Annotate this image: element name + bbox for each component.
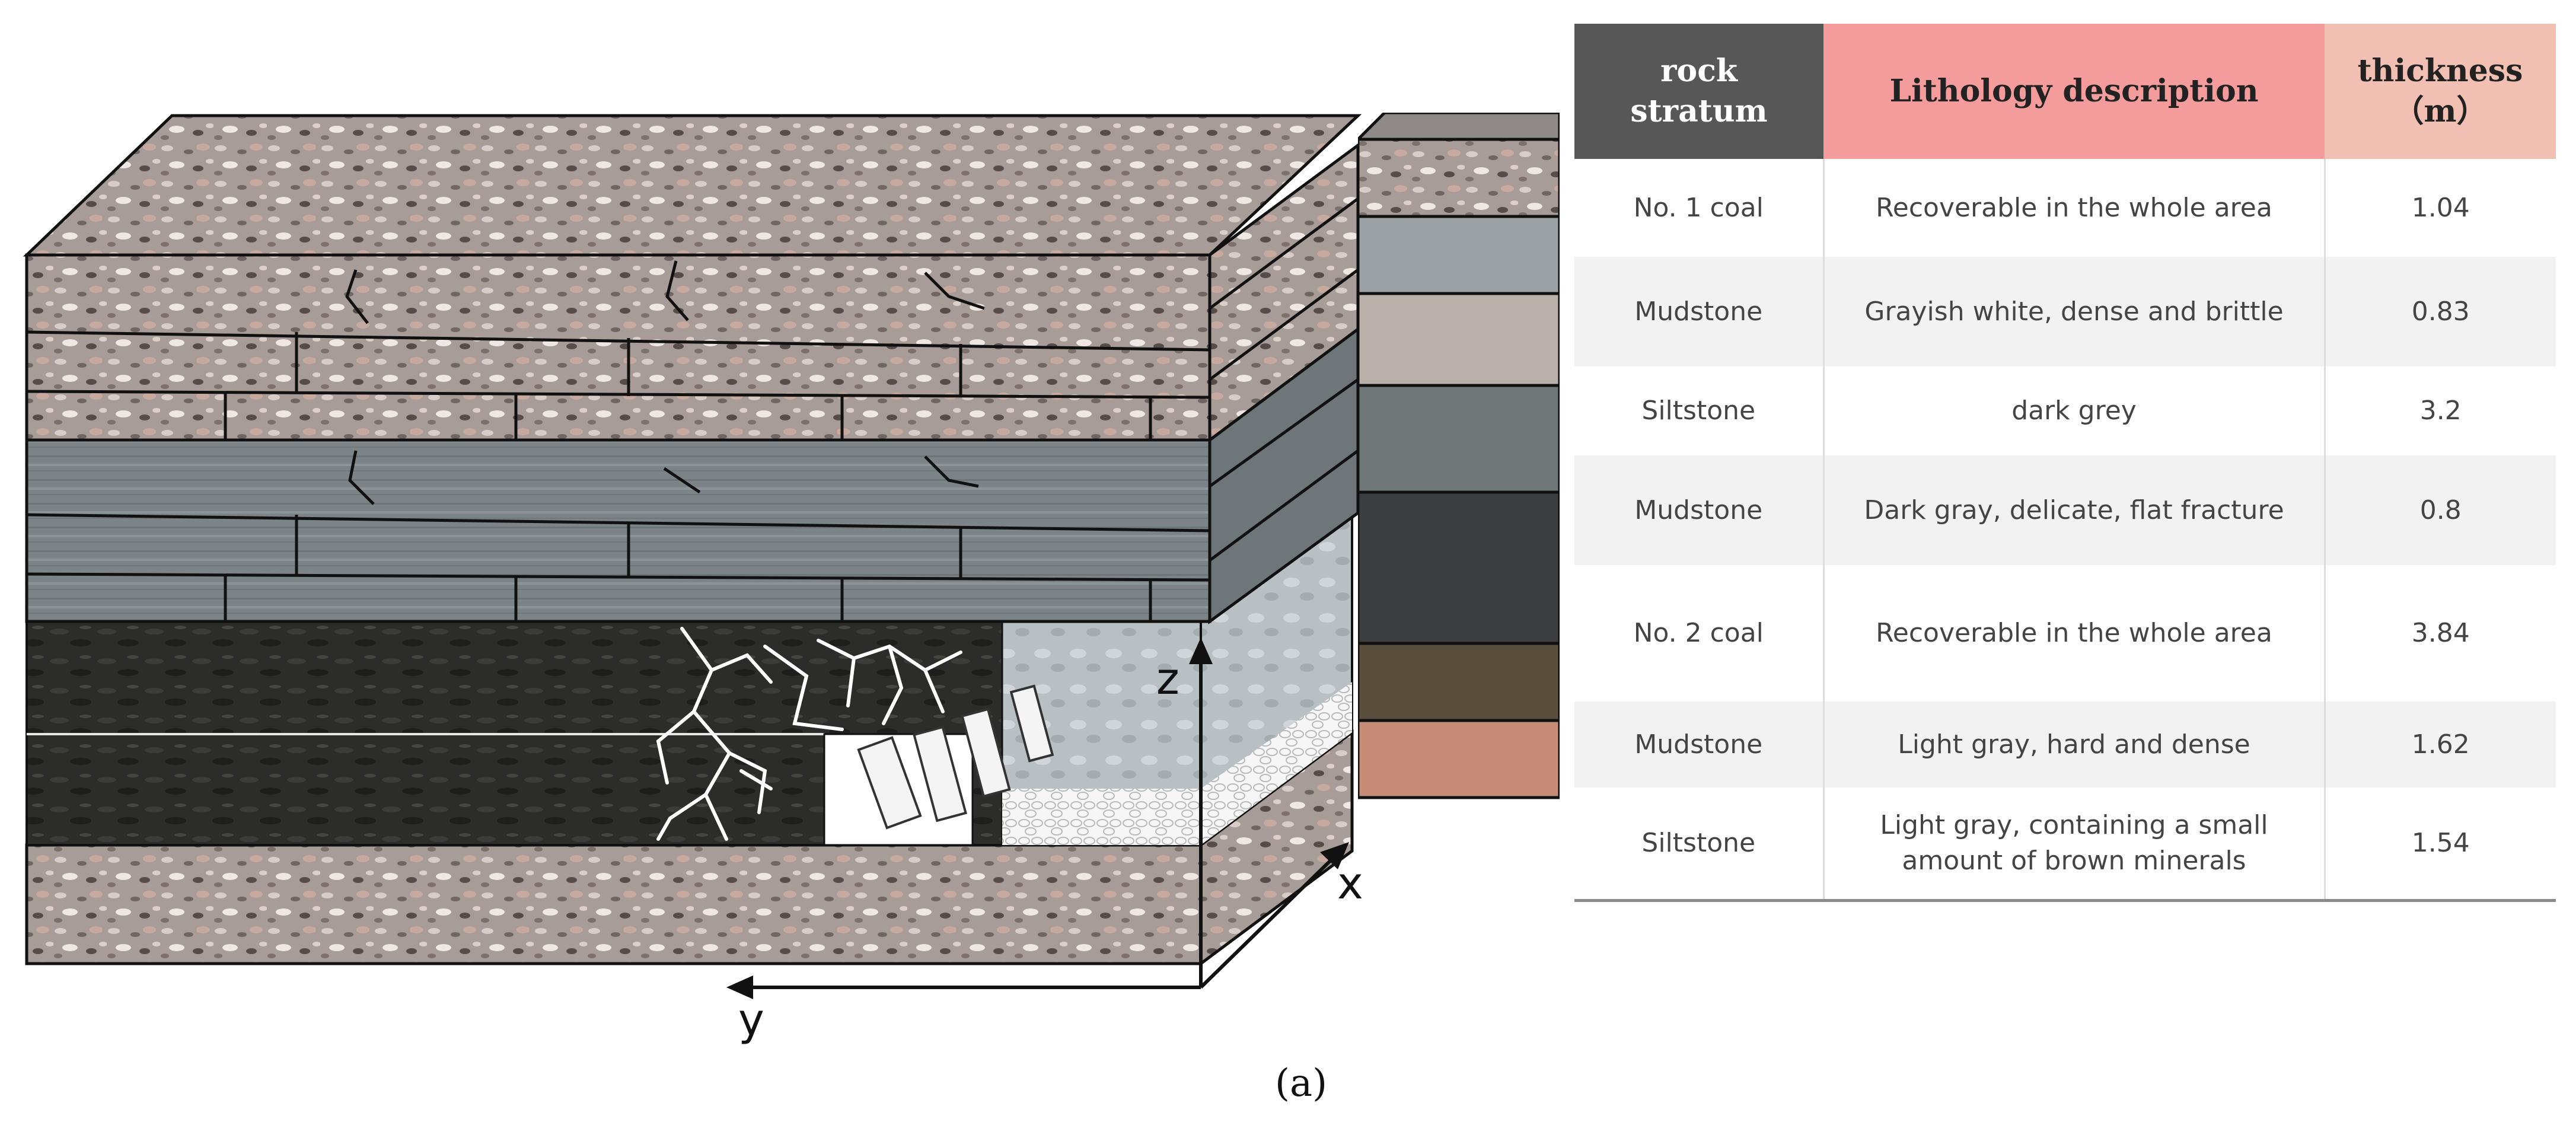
cell-description: dark grey	[1823, 366, 2326, 455]
cell-stratum: No. 2 coal	[1574, 565, 1825, 702]
table-row: No. 1 coal Recoverable in the whole area…	[1574, 159, 2556, 257]
cell-thickness: 0.8	[2325, 455, 2556, 565]
header-lithology-description: Lithology description	[1823, 24, 2325, 159]
table-header-row: rock stratum Lithology description thick…	[1574, 24, 2556, 159]
table-row: Mudstone Dark gray, delicate, flat fract…	[1574, 455, 2556, 565]
axis-y-label: y	[738, 994, 764, 1045]
cell-stratum: Mudstone	[1574, 257, 1825, 366]
table-row: No. 2 coal Recoverable in the whole area…	[1574, 565, 2556, 702]
column-layer-mudstone-2	[1358, 384, 1560, 494]
cell-thickness: 3.2	[2419, 396, 2462, 426]
header-rock-stratum: rock stratum	[1574, 24, 1823, 159]
cell-thickness: 1.62	[2325, 702, 2556, 788]
column-layer-coal-1	[1358, 138, 1560, 218]
coordinate-axes	[726, 637, 1349, 999]
cell-description: Recoverable in the whole area	[1823, 159, 2326, 257]
figure-caption: (a)	[1275, 1061, 1328, 1105]
cell-thickness: 3.84	[2411, 618, 2470, 649]
axis-z-label: z	[1156, 653, 1179, 704]
roof-upper-strata	[25, 142, 1360, 443]
table-row: Mudstone Grayish white, dense and brittl…	[1574, 257, 2556, 366]
axis-x-label: x	[1337, 858, 1363, 909]
cell-description: Light gray, containing a small amount of…	[1823, 788, 2326, 902]
header-thickness: thickness（m）	[2325, 24, 2556, 159]
column-layer-mudstone-1	[1358, 215, 1560, 295]
coal-fractures	[656, 627, 962, 841]
cell-stratum: Mudstone	[1574, 455, 1825, 565]
column-layer-siltstone-2	[1358, 719, 1560, 799]
lithology-table: rock stratum Lithology description thick…	[1574, 24, 2556, 902]
column-layer-mudstone-3	[1358, 642, 1560, 722]
floor-stratum	[25, 729, 1354, 967]
cell-description: Dark gray, delicate, flat fracture	[1823, 455, 2326, 565]
table-row: Siltstone dark grey 3.2	[1574, 366, 2556, 455]
cell-stratum: Siltstone	[1574, 366, 1825, 455]
cell-thickness: 0.83	[2325, 257, 2556, 366]
column-layer-siltstone-1	[1358, 292, 1560, 387]
cell-thickness: 1.54	[2325, 788, 2556, 902]
column-layer-coal-2	[1358, 490, 1560, 645]
cell-stratum: No. 1 coal	[1574, 159, 1825, 257]
cell-description: Light gray, hard and dense	[1823, 702, 2326, 788]
top-surface	[23, 114, 1362, 257]
table-row: Siltstone Light gray, containing a small…	[1574, 788, 2556, 902]
cell-description: Recoverable in the whole area	[1823, 565, 2326, 702]
cell-description: Grayish white, dense and brittle	[1823, 257, 2326, 366]
cell-stratum: Siltstone	[1574, 788, 1825, 902]
roof-gray-strata	[25, 326, 1360, 624]
cell-thickness: 1.04	[2411, 192, 2470, 223]
cell-stratum: Mudstone	[1574, 702, 1825, 788]
table-row: Mudstone Light gray, hard and dense 1.62	[1574, 702, 2556, 788]
rock-strata-block-diagram: z y x	[23, 114, 1363, 1045]
stratigraphic-column	[1358, 113, 1560, 799]
hydraulic-supports	[857, 684, 1054, 830]
